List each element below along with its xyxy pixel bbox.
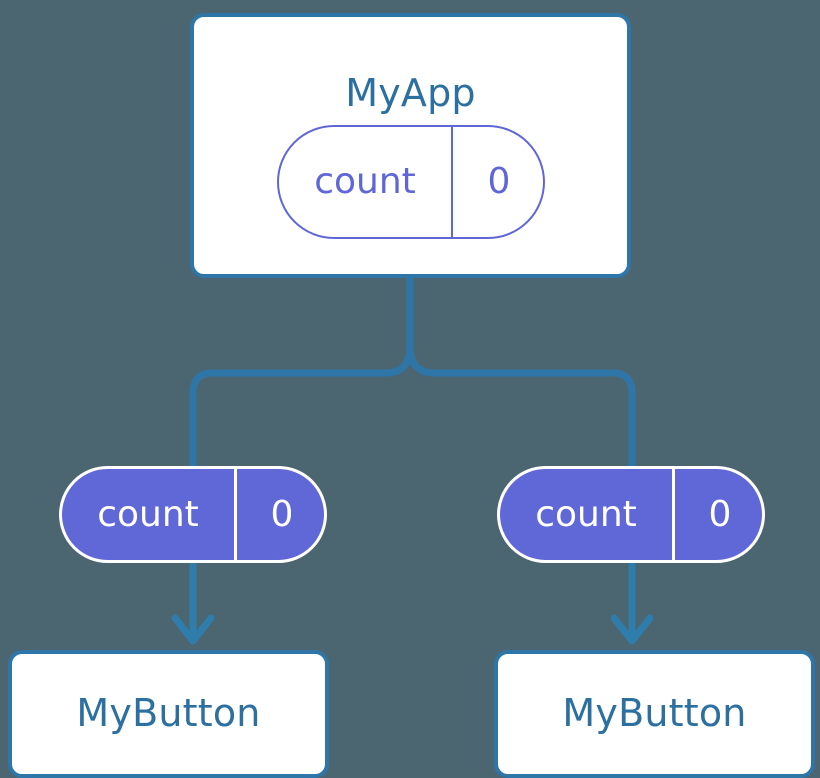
- component-title-mybutton: MyButton: [76, 691, 261, 735]
- arrow-head-left: [171, 614, 215, 645]
- state-pill-myapp[interactable]: count 0: [277, 125, 545, 239]
- tree-branch-left: [189, 342, 414, 470]
- component-title-myapp: MyApp: [345, 71, 476, 115]
- props-pill-key: count: [535, 493, 637, 535]
- props-pill-right[interactable]: count 0: [497, 466, 765, 563]
- component-title-mybutton: MyButton: [562, 691, 747, 735]
- props-pill-value: 0: [672, 469, 762, 560]
- component-box-mybutton-right[interactable]: MyButton: [494, 650, 815, 778]
- component-box-mybutton-left[interactable]: MyButton: [8, 650, 329, 778]
- props-pill-key: count: [97, 493, 199, 535]
- arrow-head-right: [610, 614, 654, 645]
- props-pill-value: 0: [234, 469, 324, 560]
- props-pill-left[interactable]: count 0: [59, 466, 327, 563]
- state-pill-key: count: [314, 161, 416, 202]
- state-pill-value: 0: [451, 127, 543, 237]
- tree-branch-right: [406, 342, 636, 470]
